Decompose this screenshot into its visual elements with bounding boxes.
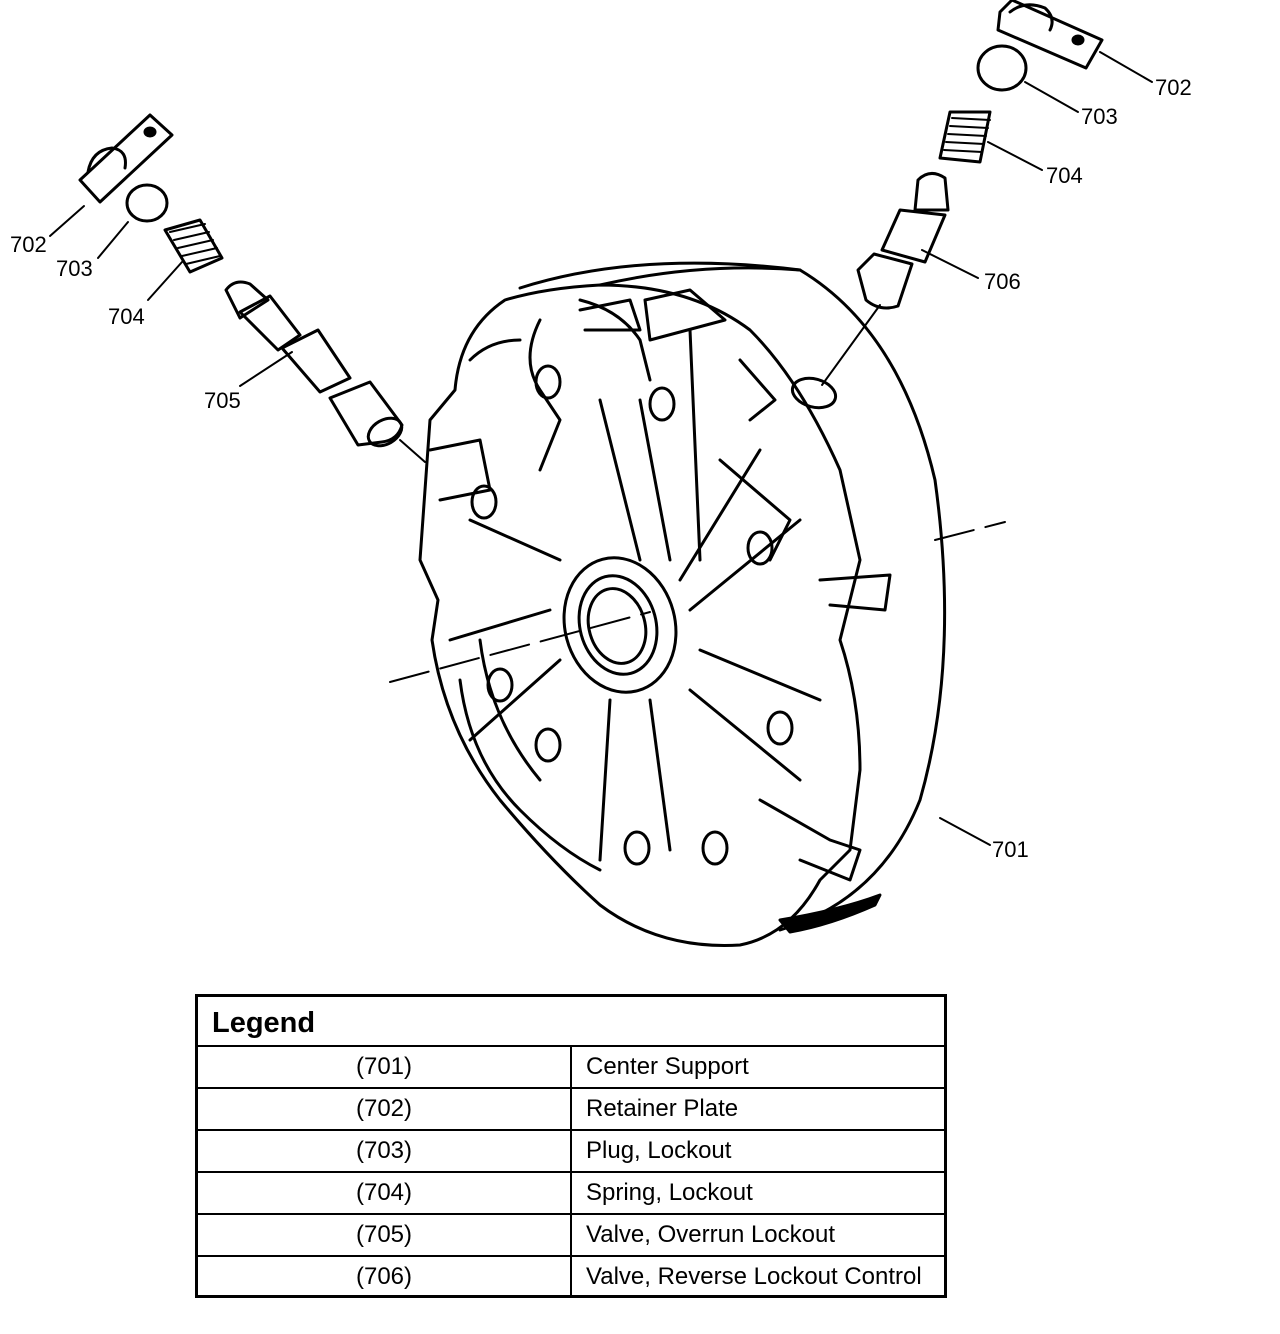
callout-center-701: 701 <box>992 837 1029 862</box>
legend-description: Plug, Lockout <box>571 1129 944 1172</box>
right-valve-stack <box>821 0 1153 386</box>
callout-left-703: 703 <box>56 256 93 281</box>
callout-right-704: 704 <box>1046 163 1083 188</box>
legend-description: Spring, Lockout <box>571 1171 944 1214</box>
left-valve-stack <box>49 113 426 463</box>
exploded-view-diagram: 702 703 704 705 702 703 704 706 701 <box>10 0 1192 947</box>
legend-code: (704) <box>198 1171 572 1214</box>
legend-row: (701) Center Support <box>198 1045 944 1088</box>
legend-row: (704) Spring, Lockout <box>198 1171 944 1214</box>
center-support-part <box>418 261 947 947</box>
legend-description: Valve, Overrun Lockout <box>571 1213 944 1256</box>
legend-title: Legend <box>198 997 944 1047</box>
legend-row: (702) Retainer Plate <box>198 1087 944 1130</box>
legend-row: (703) Plug, Lockout <box>198 1129 944 1172</box>
legend-code: (705) <box>198 1213 572 1256</box>
callout-left-702: 702 <box>10 232 47 257</box>
callout-right-702: 702 <box>1155 75 1192 100</box>
legend-description: Center Support <box>571 1045 944 1088</box>
callout-right-703: 703 <box>1081 104 1118 129</box>
legend-code: (701) <box>198 1045 572 1088</box>
legend-row: (705) Valve, Overrun Lockout <box>198 1213 944 1256</box>
legend-code: (706) <box>198 1255 572 1297</box>
legend-code: (703) <box>198 1129 572 1172</box>
callout-left-705: 705 <box>204 388 241 413</box>
callout-left-704: 704 <box>108 304 145 329</box>
legend-description: Retainer Plate <box>571 1087 944 1130</box>
callout-right-706: 706 <box>984 269 1021 294</box>
legend-code: (702) <box>198 1087 572 1130</box>
legend-table: Legend (701) Center Support (702) Retain… <box>195 994 947 1298</box>
legend-row: (706) Valve, Reverse Lockout Control <box>198 1255 944 1297</box>
legend-description: Valve, Reverse Lockout Control <box>571 1255 944 1297</box>
